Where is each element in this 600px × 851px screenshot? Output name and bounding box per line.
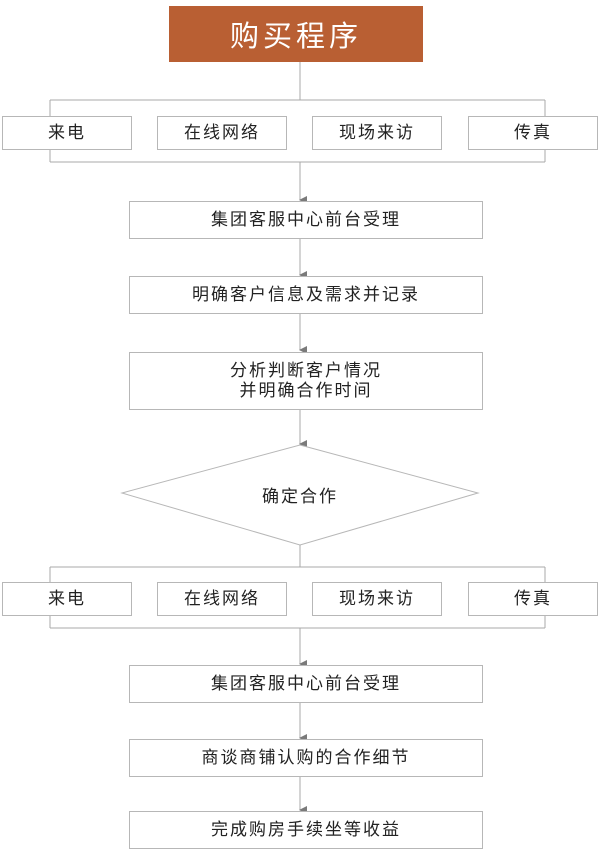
step-analyze: 分析判断客户情况 并明确合作时间 xyxy=(129,352,483,410)
channel-visit-2: 现场来访 xyxy=(312,582,442,616)
decision-label: 确定合作 xyxy=(262,487,338,507)
page-title: 购买程序 xyxy=(169,6,423,62)
step-analyze-line2: 并明确合作时间 xyxy=(239,381,373,401)
channel-visit: 现场来访 xyxy=(312,116,442,150)
step-negotiate: 商谈商铺认购的合作细节 xyxy=(129,739,483,777)
step-record: 明确客户信息及需求并记录 xyxy=(129,276,483,314)
channel-phone-2: 来电 xyxy=(2,582,132,616)
channel-online-2: 在线网络 xyxy=(157,582,287,616)
channel-fax-2: 传真 xyxy=(468,582,598,616)
channel-online: 在线网络 xyxy=(157,116,287,150)
step-reception-2: 集团客服中心前台受理 xyxy=(129,665,483,703)
channel-phone: 来电 xyxy=(2,116,132,150)
step-analyze-line1: 分析判断客户情况 xyxy=(230,361,382,381)
step-reception: 集团客服中心前台受理 xyxy=(129,201,483,239)
step-complete: 完成购房手续坐等收益 xyxy=(129,811,483,849)
channel-fax: 传真 xyxy=(468,116,598,150)
